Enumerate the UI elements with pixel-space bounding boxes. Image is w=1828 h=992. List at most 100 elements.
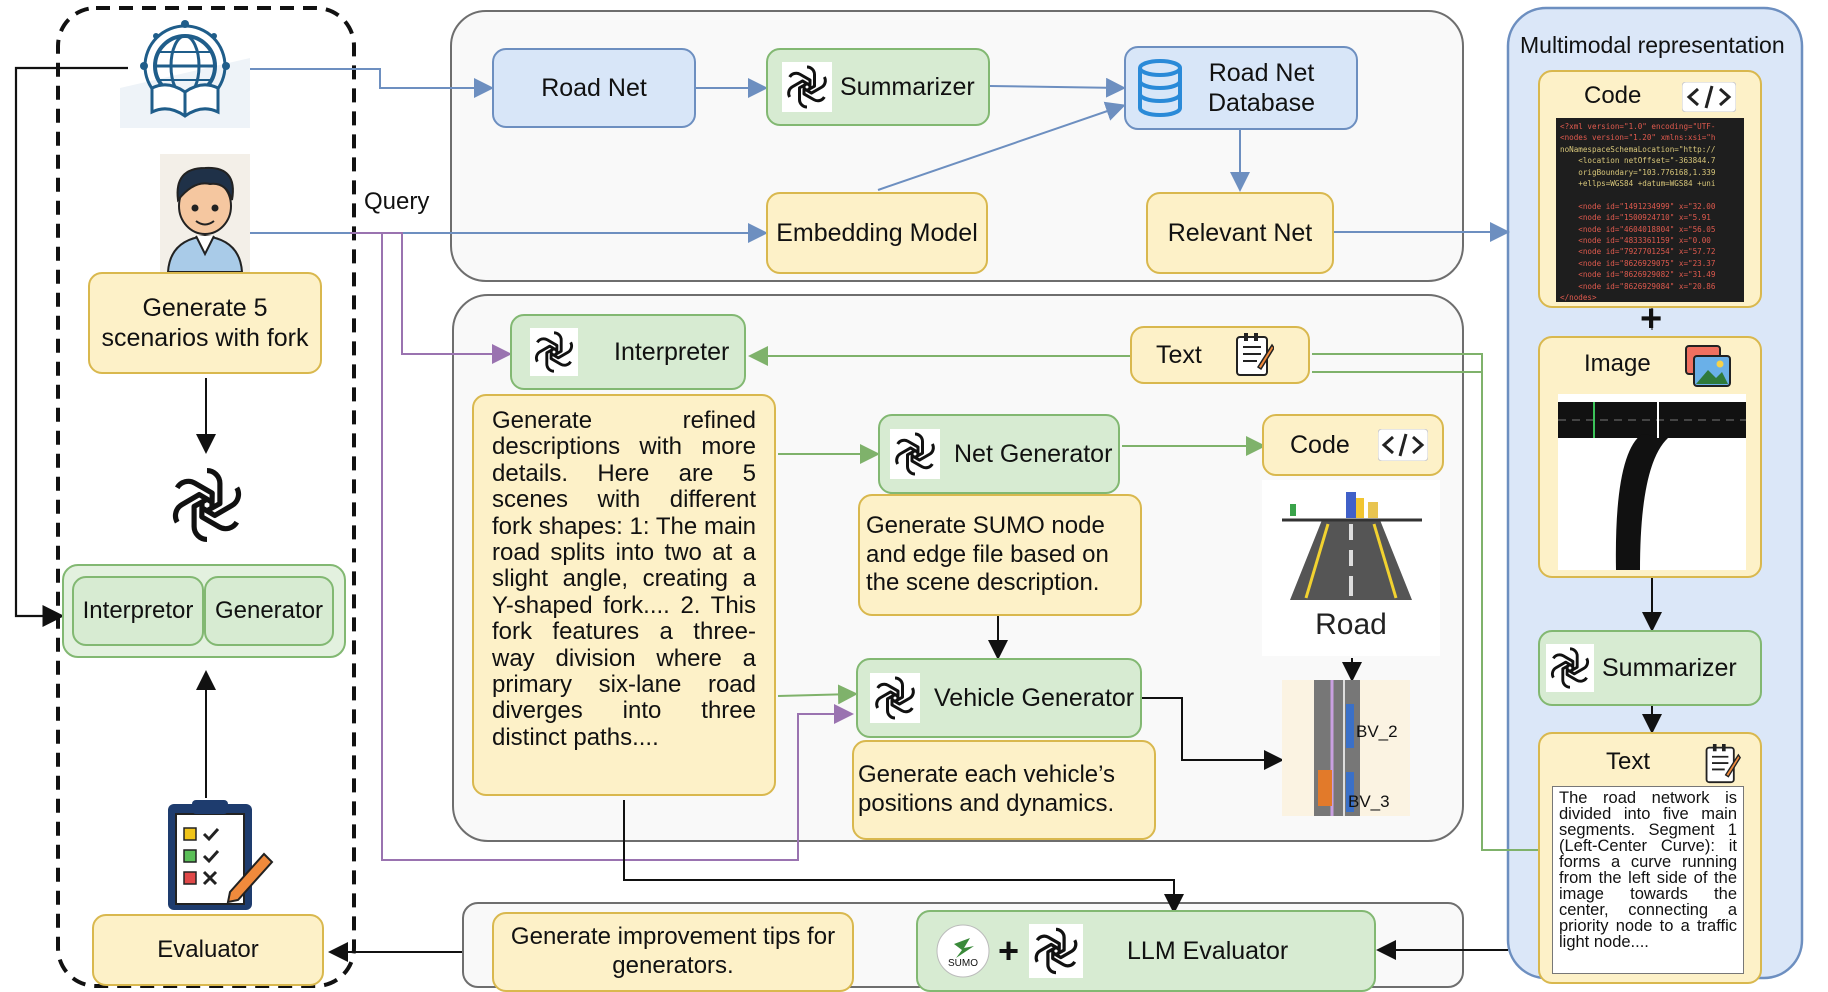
image-modality-label: Image — [1584, 350, 1651, 377]
code-snippet: <?xml version="1.0" encoding="UTF- <nodes… — [1556, 118, 1744, 302]
database-icon — [1136, 59, 1184, 117]
code-line: <location netOffset="-363844.7 — [1560, 156, 1716, 166]
openai-logo-icon — [1546, 644, 1594, 692]
text-modality-content: The road network is divided into five ma… — [1552, 786, 1744, 974]
code-line — [1560, 189, 1740, 200]
interpretor-label: Interpretor — [82, 596, 194, 624]
summarizer-top-box: Summarizer — [766, 48, 990, 126]
image-modality-box: Image — [1538, 336, 1762, 578]
text-input-box: Text — [1130, 326, 1310, 384]
summarizer-right-label: Summarizer — [1602, 654, 1737, 682]
road-net-database-box: Road Net Database — [1124, 46, 1358, 130]
summarizer-right-box: Summarizer — [1538, 630, 1762, 706]
arrow-vehicle-to-sim — [1142, 697, 1284, 770]
vehicle-generator-box: Vehicle Generator — [856, 658, 1142, 738]
description-text: Generate refined descriptions with more … — [492, 407, 756, 751]
user-prompt-text: Generate 5 scenarios with fork — [101, 294, 309, 352]
road-net-box: Road Net — [492, 48, 696, 128]
notepad-icon — [1702, 744, 1742, 784]
vehicle-generator-label: Vehicle Generator — [934, 684, 1135, 712]
database-label-line2: Database — [1208, 89, 1316, 117]
openai-logo-icon — [1029, 924, 1084, 978]
embedding-model-box: Embedding Model — [766, 192, 988, 274]
plus-sign: + — [998, 930, 1020, 972]
arrow-query-to-interpreter — [350, 232, 512, 364]
llm-evaluator-label: LLM Evaluator — [1127, 937, 1289, 965]
code-brackets-icon — [1681, 81, 1737, 113]
database-label-line1: Road Net — [1208, 59, 1315, 87]
code-output-label: Code — [1290, 431, 1350, 459]
road-net-label: Road Net — [541, 74, 647, 102]
code-modality-label: Code — [1584, 82, 1642, 109]
code-line: <?xml version="1.0" encoding="UTF- — [1560, 122, 1716, 131]
globe-book-icon — [120, 18, 250, 128]
code-line: <node id="1500924710" x="5.91 — [1560, 213, 1711, 223]
vehicle-generator-task-box: Generate each vehicle’s positions and dy… — [852, 740, 1156, 840]
arrow-desc-to-llm-evaluator — [623, 800, 1184, 914]
vehicle-generator-task-text: Generate each vehicle’s positions and dy… — [858, 761, 1116, 817]
code-output-box: Code — [1262, 414, 1444, 476]
plus-sign-right: + — [1640, 298, 1663, 340]
summarizer-top-label: Summarizer — [840, 73, 975, 101]
notepad-icon — [1234, 333, 1275, 377]
description-box: Generate refined descriptions with more … — [472, 394, 776, 796]
user-prompt-box: Generate 5 scenarios with fork — [88, 272, 322, 374]
code-brackets-icon — [1377, 428, 1429, 462]
code-line: +ellps=WGS84 +datum=WGS84 +uni — [1560, 179, 1716, 189]
sumo-text: SUMO — [948, 958, 978, 969]
code-line: <node id="4833361159" x="0.00 — [1560, 236, 1711, 246]
arrow-summarizer-to-db — [989, 77, 1126, 98]
openai-logo-icon — [530, 328, 578, 376]
sumo-logo-icon: SUMO — [936, 924, 990, 978]
generator-label: Generator — [214, 596, 324, 624]
user-avatar-icon — [160, 154, 250, 273]
code-line: <node id="4604018804" x="56.05 — [1560, 224, 1716, 234]
code-line: <node id="8626929084" x="20.86 — [1560, 281, 1716, 291]
evaluator-box: Evaluator — [92, 914, 324, 986]
code-line: <node id="8626929075" x="23.37 — [1560, 258, 1716, 268]
arrow-embedding-to-db — [877, 101, 1126, 191]
openai-logo-icon — [782, 62, 832, 112]
code-line: </nodes> — [1560, 293, 1597, 302]
simulation-thumbnail: BV_2 BV_3 — [1282, 680, 1410, 816]
code-line: <node id="8626929082" x="31.49 — [1560, 270, 1716, 280]
code-line: <node id="1491234999" x="32.00 — [1560, 201, 1716, 211]
interpreter-box: Interpreter — [510, 314, 746, 390]
net-generator-box: Net Generator — [878, 414, 1120, 494]
openai-logo-icon — [870, 673, 920, 723]
interpreter-label: Interpreter — [614, 338, 730, 366]
bv3-label: BV_3 — [1348, 792, 1390, 811]
code-line: noNamespaceSchemaLocation="http:// — [1560, 144, 1716, 154]
road-label: Road — [1315, 608, 1387, 641]
embedding-model-label: Embedding Model — [776, 219, 978, 247]
net-generator-label: Net Generator — [954, 440, 1113, 468]
arrow-text-to-rightpanel — [1312, 353, 1538, 851]
database-label: Road Net Database — [1208, 58, 1315, 118]
generator-box: Generator — [204, 576, 334, 646]
code-line: <nodes version="1.20" xmlns:xsi="h — [1560, 133, 1716, 143]
clipboard-checklist-icon — [160, 800, 280, 912]
arrow-desc-to-vehiclegen — [777, 684, 858, 705]
road-network-image — [1558, 394, 1746, 570]
road-icon: Road — [1262, 480, 1440, 656]
net-generator-task-text: Generate SUMO node and edge file based o… — [866, 511, 1109, 597]
bv2-label: BV_2 — [1356, 722, 1398, 741]
interpretor-box: Interpretor — [72, 576, 204, 646]
code-line: origBoundary="103.776168,1.339 — [1560, 167, 1716, 177]
evaluator-label: Evaluator — [157, 935, 259, 963]
openai-logo-icon — [890, 429, 940, 479]
llm-evaluator-box: SUMO + LLM Evaluator — [916, 910, 1376, 992]
arrow-query-to-vehicle-generator — [381, 233, 854, 861]
improvement-tips-box: Generate improvement tips for generators… — [492, 912, 854, 992]
text-input-label: Text — [1156, 341, 1202, 369]
image-gallery-icon — [1684, 344, 1732, 388]
arrow-text-line — [1312, 354, 1483, 373]
relevant-net-label: Relevant Net — [1167, 219, 1313, 247]
relevant-net-box: Relevant Net — [1146, 192, 1334, 274]
arrow-globe-to-interpretor — [14, 66, 128, 627]
arrow-globe-to-roadnet — [240, 68, 494, 98]
openai-logo-icon — [164, 462, 250, 548]
text-modality-label: Text — [1606, 748, 1651, 775]
improvement-tips-text: Generate improvement tips for generators… — [510, 923, 836, 979]
code-line: <node id="7927701254" x="57.72 — [1560, 247, 1716, 257]
